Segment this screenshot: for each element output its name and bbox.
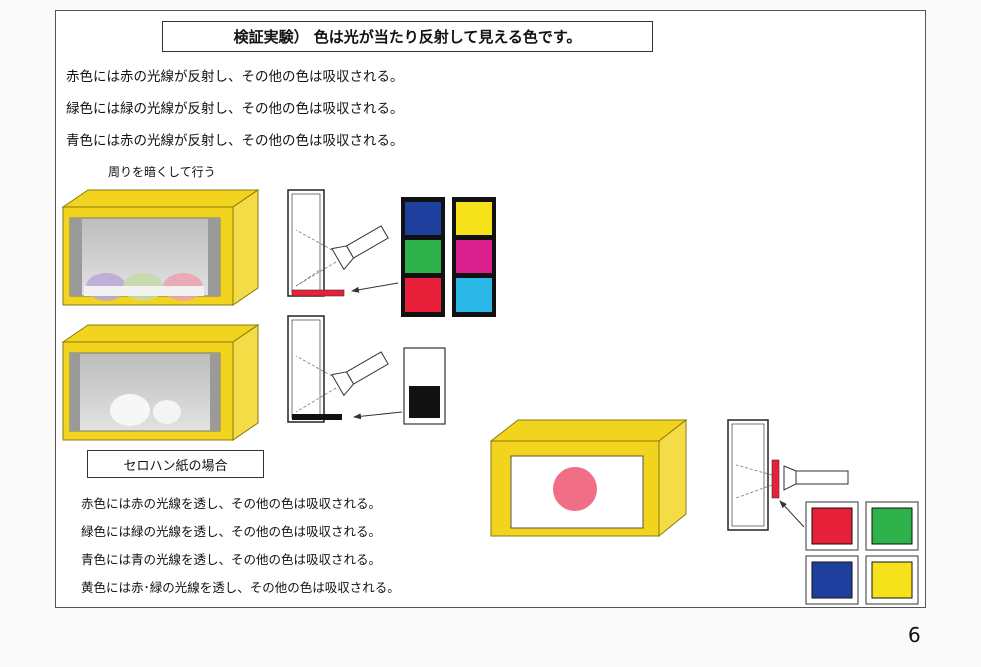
reflect-strip-black [292, 414, 342, 420]
filter-swatch-green [871, 507, 913, 545]
panel [287, 189, 325, 297]
swatch-yellow [456, 202, 492, 235]
cellophane-line-blue: 青色には青の光線を透し、その他の色は吸収される。 [81, 552, 382, 567]
flashlight-icon [783, 465, 849, 491]
swatch-red [405, 278, 441, 312]
swatch-column-complementary [452, 197, 496, 317]
box-top [61, 324, 260, 343]
filter-swatch-grid [805, 501, 919, 605]
object-white-2 [153, 400, 181, 424]
dim-room-label: 周りを暗くして行う [108, 165, 216, 179]
filter-swatch-blue [811, 561, 853, 599]
cellophane-box [489, 418, 688, 538]
page-title: 検証実験） 色は光が当たり反射して見える色です。 [162, 21, 653, 52]
filter-swatch-red [811, 507, 853, 545]
panel [727, 419, 769, 531]
panel [287, 315, 325, 423]
cellophane-side-view [727, 419, 849, 531]
red-light-spot [553, 467, 597, 511]
viewing-box-colored [61, 189, 260, 306]
box-side [232, 324, 259, 441]
box-side [232, 189, 259, 306]
cellophane-heading: セロハン紙の場合 [87, 450, 264, 478]
page-title-text: 検証実験） 色は光が当たり反射して見える色です。 [233, 28, 582, 46]
swatch-blue [405, 202, 441, 235]
swatch-magenta [456, 240, 492, 273]
reflection-line-red: 赤色には赤の光線が反射し、その他の色は吸収される。 [66, 69, 404, 85]
cellophane-line-green: 緑色には緑の光線を透し、その他の色は吸収される。 [81, 524, 382, 539]
filter-swatch-yellow [871, 561, 913, 599]
side-view-colored [287, 189, 399, 297]
box-top [489, 419, 688, 442]
side-view-white [287, 315, 403, 423]
flashlight-icon [331, 225, 389, 271]
box-side [658, 418, 687, 538]
swatch-cyan [456, 278, 492, 312]
cellophane-filter-red [771, 459, 780, 499]
reflection-line-blue: 青色には赤の光線が反射し、その他の色は吸収される。 [66, 133, 404, 149]
swatch-black [409, 386, 440, 418]
cellophane-heading-text: セロハン紙の場合 [123, 458, 228, 474]
reflection-line-green: 緑色には緑の光線が反射し、その他の色は吸収される。 [66, 101, 404, 117]
swatch-column-primary [401, 197, 445, 317]
cellophane-line-yellow: 黄色には赤･緑の光線を透し、その他の色は吸収される。 [81, 580, 400, 595]
flashlight-icon [331, 351, 389, 397]
cellophane-line-red: 赤色には赤の光線を透し、その他の色は吸収される。 [81, 496, 382, 511]
swatch-green [405, 240, 441, 273]
reflect-strip-red [291, 289, 345, 297]
swatch-black-card [403, 347, 446, 425]
object-white-1 [110, 394, 150, 426]
page-number: 6 [908, 623, 921, 647]
box-top [61, 189, 260, 208]
viewing-box-white [61, 324, 260, 441]
